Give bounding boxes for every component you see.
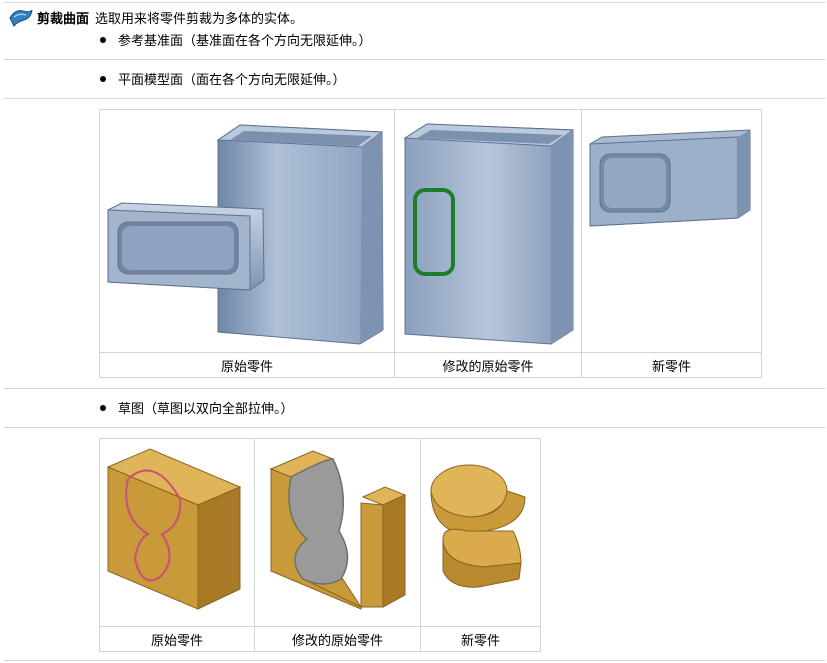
figure-table: 原始零件 修改的原始零件 新零件: [99, 438, 541, 652]
new-block-part-image: [430, 464, 526, 588]
list-item: 平面模型面（面在各个方向无限延伸。）: [100, 69, 346, 88]
divider: [4, 427, 825, 428]
bullet-dot: [100, 404, 106, 411]
original-block-part-image: [106, 448, 242, 610]
figure-caption: 新零件: [420, 626, 541, 652]
bullet-dot: [100, 75, 106, 82]
list-item-text: 草图（草图以双向全部拉伸。）: [118, 402, 294, 417]
trim-outline: [413, 188, 455, 276]
divider: [4, 2, 825, 3]
figure-cell: [99, 109, 395, 353]
divider: [4, 388, 825, 389]
surface-trim-icon: [9, 9, 33, 27]
section-header: 剪裁曲面 选取用来将零件剪裁为多体的实体。: [8, 7, 303, 27]
list-item-text: 参考基准面（基准面在各个方向无限延伸。）: [118, 34, 372, 49]
figure-caption: 修改的原始零件: [254, 626, 421, 652]
figure-cell: [99, 438, 255, 627]
divider: [4, 59, 825, 60]
figure-cell: [394, 109, 582, 353]
figure-caption: 新零件: [581, 352, 762, 378]
list-item-text: 平面模型面（面在各个方向无限延伸。）: [118, 73, 346, 88]
divider: [4, 660, 825, 661]
list-item: 草图（草图以双向全部拉伸。）: [100, 398, 294, 417]
figure-cell: [420, 438, 541, 627]
figure-caption: 原始零件: [99, 626, 255, 652]
original-tube-part-image: [107, 124, 384, 345]
figure-cell: [254, 438, 421, 627]
figure-cell: [581, 109, 762, 353]
figure-caption: 修改的原始零件: [394, 352, 582, 378]
sketch-outline: [125, 469, 182, 582]
figure-caption: 原始零件: [99, 352, 395, 378]
modified-block-part-image: [269, 450, 407, 610]
figure-table: 原始零件 修改的原始零件 新零件: [99, 109, 762, 378]
divider: [4, 98, 825, 99]
bullet-dot: [100, 36, 106, 43]
modified-tube-part-image: [403, 123, 575, 345]
list-item: 参考基准面（基准面在各个方向无限延伸。）: [100, 30, 372, 49]
section-title: 剪裁曲面: [37, 11, 90, 27]
section-description: 选取用来将零件剪裁为多体的实体。: [95, 11, 304, 27]
new-tube-part-image: [589, 129, 751, 227]
